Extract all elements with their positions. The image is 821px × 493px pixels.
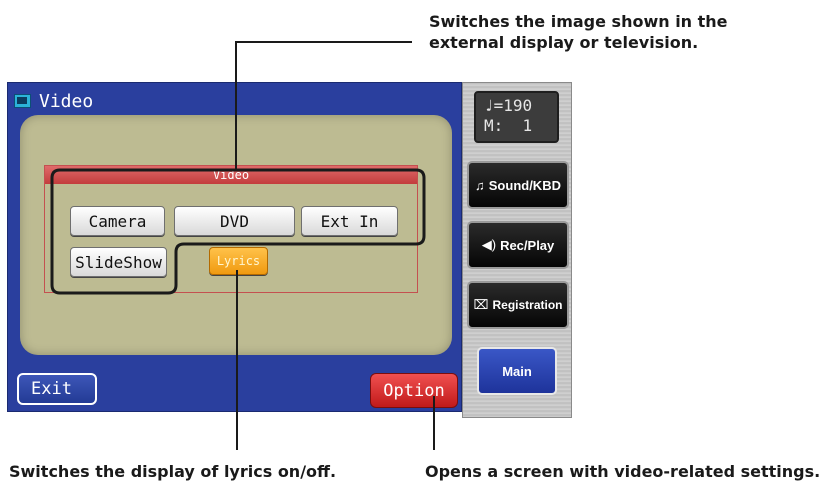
video-screen: Video Video Camera DVD Ext In SlideShow … <box>7 82 462 412</box>
screen-title: Video <box>39 90 94 112</box>
dvd-button[interactable]: DVD <box>174 206 295 236</box>
camera-button[interactable]: Camera <box>70 206 165 236</box>
registration-label: Registration <box>492 298 563 312</box>
exit-button[interactable]: Exit <box>17 373 97 405</box>
ext-in-button[interactable]: Ext In <box>301 206 398 236</box>
slideshow-button[interactable]: SlideShow <box>70 247 167 277</box>
rec-play-button[interactable]: ◀) Rec/Play <box>467 221 569 269</box>
side-panel: ♩=190 M: 1 ♫ Sound/KBD ◀) Rec/Play ⌧ Reg… <box>462 82 572 418</box>
panel-title: Video <box>45 166 417 184</box>
video-icon <box>14 94 31 108</box>
lyrics-button[interactable]: Lyrics <box>209 247 268 275</box>
book-icon: ⌧ <box>473 297 489 312</box>
speaker-icon: ◀) <box>481 237 497 252</box>
music-note-icon: ♫ <box>475 177 485 193</box>
tempo-display: ♩=190 M: 1 <box>474 91 559 143</box>
tempo-readout: ♩=190 <box>484 96 533 115</box>
callout-text-top: Switches the image shown in the external… <box>429 12 728 52</box>
callout-text-option: Opens a screen with video-related settin… <box>425 462 821 481</box>
rec-play-label: Rec/Play <box>500 237 555 253</box>
sound-kbd-label: Sound/KBD <box>488 177 561 193</box>
measure-readout: M: 1 <box>484 116 533 135</box>
sound-kbd-button[interactable]: ♫ Sound/KBD <box>467 161 569 209</box>
option-button[interactable]: Option <box>370 373 458 408</box>
callout-text-lyrics: Switches the display of lyrics on/off. <box>9 462 337 481</box>
registration-button[interactable]: ⌧ Registration <box>467 281 569 329</box>
main-button[interactable]: Main <box>477 347 557 395</box>
title-bar: Video <box>14 88 93 114</box>
